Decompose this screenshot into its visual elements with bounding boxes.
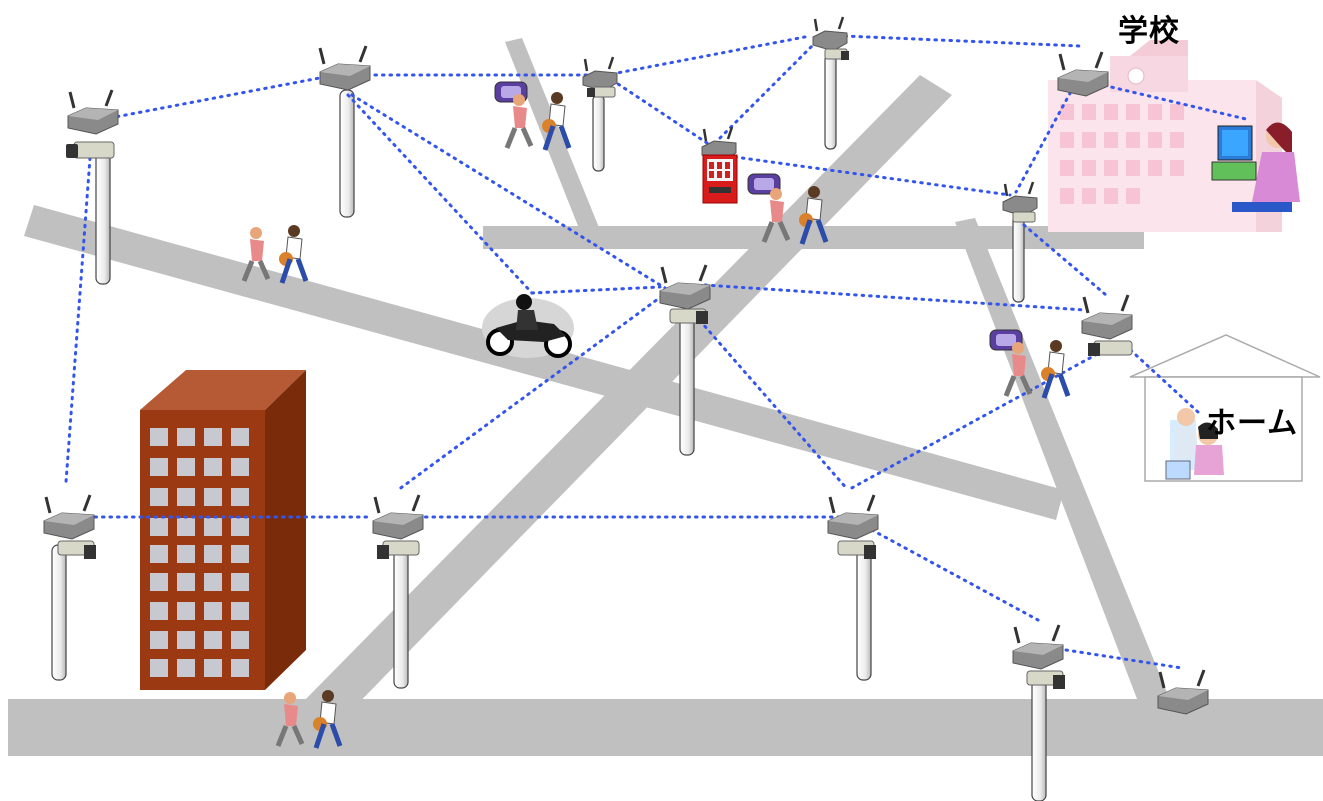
school-building <box>1048 40 1282 232</box>
wireless-access-point-icon <box>318 45 371 91</box>
wireless-access-point-icon <box>67 89 119 135</box>
running-people-icon <box>241 225 309 284</box>
office-tower <box>140 370 306 690</box>
handheld-device-icon <box>747 173 781 195</box>
wireless-links <box>64 34 1252 670</box>
running-people-icon <box>1003 340 1071 399</box>
house <box>1129 334 1321 482</box>
wireless-access-point-icon <box>827 494 879 559</box>
school-label: 学校 <box>1118 14 1180 49</box>
home-label: ホーム <box>1206 406 1299 441</box>
runners <box>241 92 1071 749</box>
police-motorcycle-icon <box>482 294 574 358</box>
wireless-access-point-icon <box>1057 51 1109 97</box>
wireless-access-point-icon <box>659 264 711 324</box>
access-points <box>43 16 1209 715</box>
poles <box>51 54 1047 801</box>
wireless-access-point-icon <box>1081 294 1133 356</box>
running-people-icon <box>761 186 829 245</box>
running-people-icon <box>275 690 343 749</box>
wireless-access-point-icon <box>1012 624 1065 689</box>
wireless-access-point-icon <box>372 494 424 559</box>
wireless-access-point-icon <box>43 494 96 559</box>
wireless-access-point-icon <box>582 56 618 98</box>
wireless-access-point-icon <box>1002 181 1038 223</box>
vending-machine-icon <box>702 154 738 204</box>
handheld-devices <box>494 81 1023 351</box>
family-at-computer-icon <box>1165 408 1224 480</box>
road-east-diagonal <box>955 218 1172 712</box>
running-people-icon <box>504 92 572 151</box>
computer-operator-icon <box>1211 122 1300 212</box>
wireless-access-point-icon <box>812 16 849 60</box>
surveillance-camera-icon <box>66 141 115 159</box>
road-north-spur <box>505 38 600 236</box>
wireless-access-point-icon <box>1157 669 1209 715</box>
road-bottom-horizontal <box>8 699 1323 756</box>
